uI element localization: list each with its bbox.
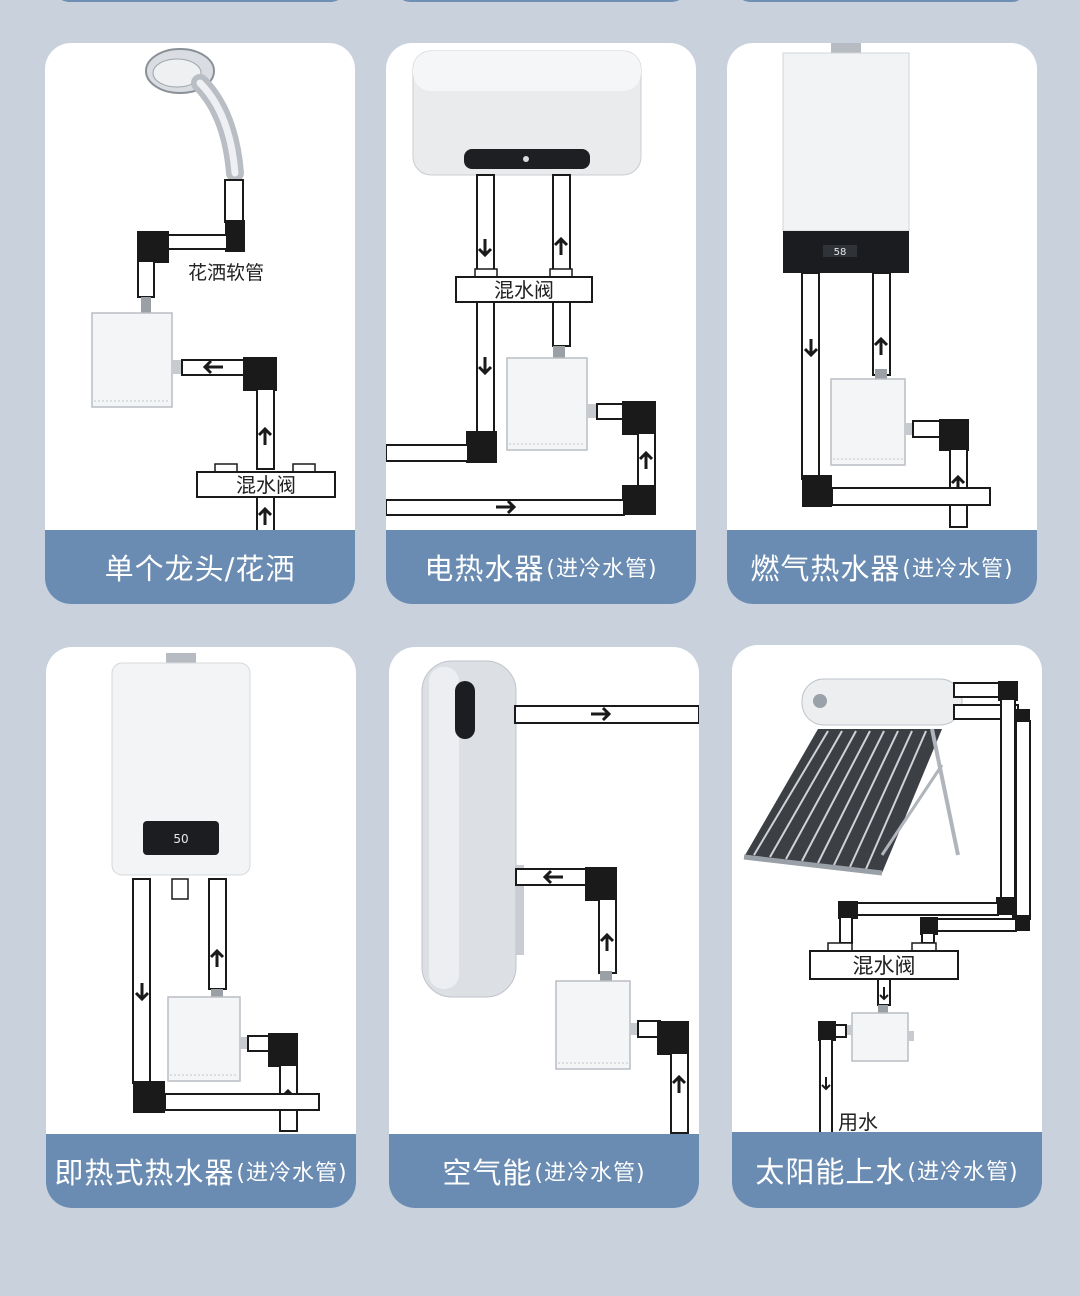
valve-label: 混水阀 [494,278,554,302]
card-subtitle: (进冷水管) [902,557,1014,582]
card-electric-heater: 混水阀 电热水器(进冷水管) [386,43,696,604]
solar-water-heater-icon [743,678,963,876]
card-subtitle: (进冷水管) [907,1160,1019,1185]
card-caption: 燃气热水器(进冷水管) [727,530,1037,604]
card-title: 即热式热水器 [54,1156,235,1190]
thermostatic-device-icon [91,297,182,408]
instant-readout: 50 [173,832,188,846]
diagram-electric-heater: 混水阀 [386,50,656,516]
top-stub-2 [396,0,686,2]
thermostatic-device-icon [555,971,638,1070]
card-caption: 空气能(进冷水管) [389,1134,699,1208]
card-gas-heater: 58 燃气热水器(进冷水管) [727,43,1037,604]
card-title: 空气能 [442,1156,533,1190]
card-title: 单个龙头/花洒 [104,552,296,586]
use-water-label: 用水 [838,1110,878,1134]
thermostatic-device-icon [846,1005,914,1062]
card-subtitle: (进冷水管) [546,557,658,582]
diagram-gas-heater: 58 [782,43,991,528]
top-stub-3 [736,0,1026,2]
diagram-instant-heater: 50 [111,653,320,1132]
top-stub-1 [55,0,345,2]
gas-water-heater-icon: 58 [782,43,910,273]
diagram-single-faucet: 花洒软管 混水阀 [91,48,336,532]
card-air-energy: 空气能(进冷水管) [389,647,699,1208]
card-caption: 电热水器(进冷水管) [386,530,696,604]
electric-water-heater-icon [412,50,642,176]
air-energy-tank-icon [421,660,524,998]
card-caption: 即热式热水器(进冷水管) [46,1134,356,1208]
shower-head-icon [145,48,244,182]
instant-water-heater-icon: 50 [111,653,251,900]
thermostatic-device-icon [506,346,597,451]
card-title: 电热水器 [424,552,545,586]
valve-label: 混水阀 [853,954,916,978]
card-caption: 单个龙头/花洒 [45,530,355,604]
gas-readout: 58 [834,247,847,258]
hose-label: 花洒软管 [188,262,264,284]
card-solar: 混水阀 用水 太阳能上水(进冷水管) [732,645,1042,1208]
card-title: 太阳能上水 [755,1155,906,1189]
thermostatic-device-icon [830,369,913,466]
thermostatic-device-icon [167,989,248,1082]
valve-label: 混水阀 [236,473,296,497]
card-instant-heater: 50 即热式热水器(进冷水管) [46,647,356,1208]
card-single-faucet: 花洒软管 混水阀 单个龙头/花洒 [45,43,355,604]
diagram-solar: 混水阀 用水 [743,678,1031,1136]
diagram-air-energy [421,660,699,1134]
card-subtitle: (进冷水管) [236,1161,348,1186]
card-title: 燃气热水器 [750,552,901,586]
card-subtitle: (进冷水管) [534,1161,646,1186]
card-caption: 太阳能上水(进冷水管) [732,1132,1042,1208]
